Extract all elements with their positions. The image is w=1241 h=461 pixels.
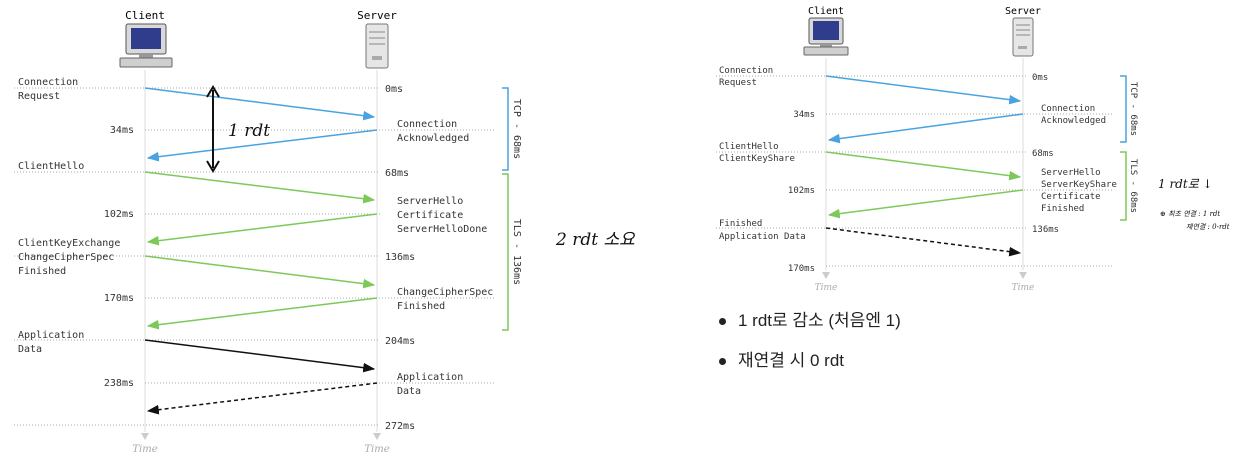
- left-client-labels: Connection Request 34ms ClientHello 102m…: [18, 77, 134, 389]
- left-label-272ms: 272ms: [385, 421, 415, 432]
- right-gridlines: [716, 75, 1114, 267]
- left-label-server-change-cipher-spec: ChangeCipherSpec: [397, 287, 493, 298]
- left-label-102ms: 102ms: [104, 209, 134, 220]
- left-label-application: Application: [18, 330, 84, 341]
- right-label-170ms: 170ms: [788, 264, 815, 274]
- right-client-time-label: Time: [815, 283, 838, 293]
- left-server-time-arrow: [373, 433, 381, 440]
- right-arrow-connection-request: [825, 75, 1022, 105]
- right-server-labels: 0ms Connection Acknowledged 68ms ServerH…: [1032, 73, 1117, 235]
- right-label-server-key-share: ServerKeyShare: [1041, 180, 1117, 190]
- right-tcp-bracket: [1120, 75, 1127, 143]
- left-label-connection-ack-2: Acknowledged: [397, 133, 469, 144]
- left-label-68ms: 68ms: [385, 168, 409, 179]
- left-label-request: Request: [18, 91, 60, 102]
- summary-bullet-list: 1 rdt로 감소 (처음엔 1) 재연결 시 0 rdt: [712, 304, 901, 384]
- left-label-change-cipher-spec: ChangeCipherSpec: [18, 252, 114, 263]
- left-label-data: Data: [18, 344, 42, 355]
- right-arrow-client-hello: [825, 151, 1022, 181]
- left-arrow-server-hello: [146, 213, 378, 246]
- right-label-connection: Connection: [719, 66, 773, 76]
- right-server-time-arrow: [1019, 272, 1027, 279]
- left-arrow-connection-ack: [146, 129, 378, 162]
- right-label-0ms: 0ms: [1032, 73, 1048, 83]
- left-label-server-hello: ServerHello: [397, 196, 463, 207]
- left-label-34ms: 34ms: [110, 125, 134, 136]
- right-server-label: Server: [1005, 6, 1041, 17]
- right-label-102ms: 102ms: [788, 186, 815, 196]
- left-client-time-arrow: [141, 433, 149, 440]
- left-label-server-hello-done: ServerHelloDone: [397, 224, 487, 235]
- right-tcp-bracket-label: TCP - 68ms: [1128, 82, 1138, 136]
- left-label-finished: Finished: [18, 266, 66, 277]
- right-label-request: Request: [719, 78, 757, 88]
- right-label-finished: Finished: [719, 219, 762, 229]
- left-annotation-1-rdt: 1 rdt: [228, 121, 270, 141]
- left-rtt-annotation: 1 rdt: [206, 85, 270, 173]
- left-annotation-2-rdt: 2 rdt 소요: [555, 230, 636, 250]
- right-label-client-key-share: ClientKeyShare: [719, 154, 795, 164]
- left-arrow-connection-request: [144, 87, 376, 121]
- right-server-time-label: Time: [1012, 283, 1035, 293]
- left-server-label: Server: [357, 9, 397, 22]
- right-annotation-reconnection: 재연결 : 0-rdt: [1186, 223, 1230, 231]
- client-computer-icon: [119, 23, 173, 68]
- bullet-item: 재연결 시 0 rdt: [712, 344, 901, 384]
- right-arrow-server-hello: [827, 189, 1024, 219]
- right-arrow-connection-ack: [827, 113, 1024, 144]
- left-label-connection: Connection: [18, 77, 78, 88]
- left-label-client-hello: ClientHello: [18, 161, 84, 172]
- left-gridlines: [14, 87, 494, 426]
- left-label-connection-ack-1: Connection: [397, 119, 457, 130]
- right-diagram: Client Server Time Time: [716, 6, 1230, 293]
- left-label-238ms: 238ms: [104, 378, 134, 389]
- left-arrow-client-key-exchange: [144, 255, 376, 289]
- right-label-connection-ack-1: Connection: [1041, 104, 1095, 114]
- left-client-label: Client: [125, 9, 165, 22]
- right-label-34ms: 34ms: [793, 110, 815, 120]
- left-label-136ms: 136ms: [385, 252, 415, 263]
- right-annotation-1-rdt: 1 rdt로 ↓: [1158, 177, 1213, 191]
- right-client-labels: Connection Request 34ms ClientHello Clie…: [719, 66, 815, 274]
- right-arrow-application-data: [825, 227, 1022, 257]
- left-server-time-label: Time: [364, 444, 389, 455]
- left-arrow-application-data-response: [146, 382, 378, 415]
- left-label-client-key-exchange: ClientKeyExchange: [18, 238, 120, 249]
- server-tower-icon: [365, 23, 389, 69]
- right-label-certificate: Certificate: [1041, 192, 1101, 202]
- right-client-computer-icon: [803, 17, 849, 56]
- left-tls-bracket: [502, 173, 509, 331]
- left-label-204ms: 204ms: [385, 336, 415, 347]
- right-client-label: Client: [808, 6, 844, 17]
- left-arrow-change-cipher-spec: [146, 297, 378, 330]
- right-client-time-arrow: [822, 272, 830, 279]
- right-annotation-first-connection: ⊕ 최초 연결 : 1 rdt: [1160, 210, 1220, 218]
- right-label-server-finished: Finished: [1041, 204, 1084, 214]
- left-label-server-finished: Finished: [397, 301, 445, 312]
- left-arrow-application-data: [144, 339, 376, 373]
- right-server-tower-icon: [1012, 17, 1034, 57]
- left-label-170ms: 170ms: [104, 293, 134, 304]
- right-label-application-data: Application Data: [719, 232, 806, 242]
- right-tls-bracket-label: TLS - 68ms: [1128, 159, 1138, 213]
- left-label-server-application: Application: [397, 372, 463, 383]
- left-tcp-bracket-label: TCP - 68ms: [511, 99, 522, 159]
- right-label-68ms: 68ms: [1032, 149, 1054, 159]
- left-server-labels: 0ms Connection Acknowledged 68ms ServerH…: [385, 84, 493, 432]
- right-label-client-hello: ClientHello: [719, 142, 779, 152]
- left-diagram: Client Server Time Time: [14, 9, 636, 455]
- left-label-server-data: Data: [397, 386, 421, 397]
- right-tls-bracket: [1120, 151, 1127, 221]
- left-tls-bracket-label: TLS - 136ms: [511, 219, 522, 285]
- left-label-certificate: Certificate: [397, 210, 463, 221]
- left-client-time-label: Time: [132, 444, 157, 455]
- right-label-136ms: 136ms: [1032, 225, 1059, 235]
- left-arrow-client-hello: [144, 171, 376, 204]
- left-label-0ms: 0ms: [385, 84, 403, 95]
- right-label-server-hello: ServerHello: [1041, 168, 1101, 178]
- right-label-connection-ack-2: Acknowledged: [1041, 116, 1106, 126]
- bullet-item: 1 rdt로 감소 (처음엔 1): [712, 304, 901, 344]
- left-tcp-bracket: [502, 87, 509, 171]
